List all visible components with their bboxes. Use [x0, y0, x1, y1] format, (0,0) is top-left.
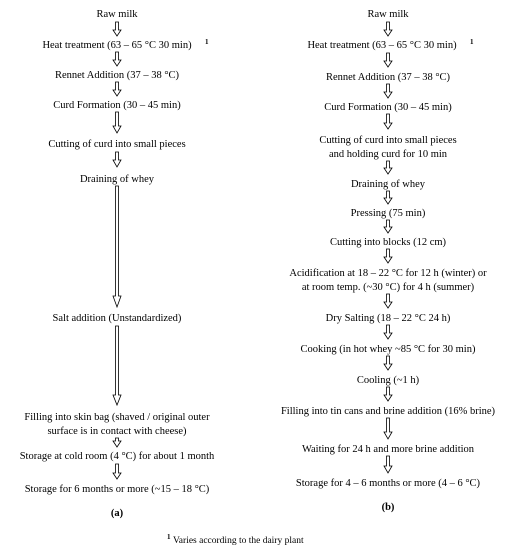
arrow-a-1	[112, 21, 122, 37]
step-a-cutting-curd: Cutting of curd into small pieces	[48, 139, 185, 150]
arrow-b-3	[383, 83, 393, 99]
step-b-cooling: Cooling (~1 h)	[357, 375, 420, 386]
arrow-a-2	[112, 51, 122, 67]
flowchart-a-arrows	[112, 21, 122, 480]
step-a-long-storage: Storage for 6 months or more (~15 – 18 °…	[25, 484, 210, 495]
footnote-marker-b: 1	[470, 38, 474, 46]
step-a-salt-addition: Salt addition (Unstandardized)	[53, 313, 182, 324]
step-a-cold-room-storage: Storage at cold room (4 °C) for about 1 …	[20, 451, 215, 462]
step-b-storage: Storage for 4 – 6 months or more (4 – 6 …	[296, 478, 481, 489]
step-b-draining-whey: Draining of whey	[351, 179, 426, 190]
step-b-heat-treatment: Heat treatment (63 – 65 °C 30 min)	[307, 40, 457, 51]
flowchart-a: Raw milk Heat treatment (63 – 65 °C 30 m…	[20, 9, 215, 519]
step-b-acidification-line2: at room temp. (~30 °C) for 4 h (summer)	[302, 282, 475, 293]
footnote-marker: 1	[167, 533, 171, 541]
step-a-heat-treatment: Heat treatment (63 – 65 °C 30 min)	[42, 40, 192, 51]
step-b-rennet-addition: Rennet Addition (37 – 38 °C)	[326, 72, 451, 83]
step-b-cutting-blocks: Cutting into blocks (12 cm)	[330, 237, 447, 248]
arrow-b-13	[383, 417, 393, 440]
arrow-a-8	[112, 437, 122, 448]
arrow-b-11	[383, 355, 393, 371]
flowchart-b-arrows	[383, 21, 393, 474]
step-b-cutting-curd-line1: Cutting of curd into small pieces	[319, 135, 456, 146]
step-b-curd-formation: Curd Formation (30 – 45 min)	[324, 102, 452, 113]
arrow-a-4	[112, 111, 122, 134]
step-a-filling-skin-bag-line2: surface is in contact with cheese)	[47, 426, 187, 437]
arrow-b-1	[383, 21, 393, 37]
arrow-b-2	[383, 52, 393, 68]
step-b-filling-tin-cans: Filling into tin cans and brine addition…	[281, 406, 496, 417]
step-a-raw-milk: Raw milk	[96, 9, 138, 20]
arrow-b-14	[383, 455, 393, 474]
flowchart-b: Raw milk Heat treatment (63 – 65 °C 30 m…	[281, 9, 496, 513]
arrow-b-4	[383, 113, 393, 130]
footnote-marker-a: 1	[205, 38, 209, 46]
step-b-pressing: Pressing (75 min)	[351, 208, 426, 219]
step-b-raw-milk: Raw milk	[367, 9, 409, 20]
step-a-rennet-addition: Rennet Addition (37 – 38 °C)	[55, 70, 180, 81]
arrow-a-7-long	[112, 325, 122, 407]
panel-label-b: (b)	[382, 502, 395, 513]
step-a-draining-whey: Draining of whey	[80, 174, 155, 185]
arrow-a-9	[112, 463, 122, 480]
panel-label-a: (a)	[111, 508, 124, 519]
step-b-cutting-curd-line2: and holding curd for 10 min	[329, 149, 448, 160]
arrow-b-5	[383, 160, 393, 175]
arrow-a-5	[112, 151, 122, 168]
arrow-b-10	[383, 324, 393, 340]
step-b-waiting-brine: Waiting for 24 h and more brine addition	[302, 444, 475, 455]
step-b-cooking: Cooking (in hot whey ~85 °C for 30 min)	[301, 344, 476, 355]
step-b-acidification-line1: Acidification at 18 – 22 °C for 12 h (wi…	[289, 268, 487, 279]
step-a-curd-formation: Curd Formation (30 – 45 min)	[53, 100, 181, 111]
arrow-b-12	[383, 386, 393, 402]
arrow-a-6-long	[112, 185, 122, 309]
arrow-b-9	[383, 293, 393, 309]
arrow-b-6	[383, 190, 393, 205]
footnote-text: Varies according to the dairy plant	[173, 536, 304, 546]
arrow-b-8	[383, 248, 393, 264]
arrow-a-3	[112, 81, 122, 97]
step-a-filling-skin-bag-line1: Filling into skin bag (shaved / original…	[24, 412, 210, 423]
footnote: 1 Varies according to the dairy plant	[167, 533, 304, 546]
step-b-dry-salting: Dry Salting (18 – 22 °C 24 h)	[326, 313, 451, 324]
arrow-b-7	[383, 219, 393, 234]
